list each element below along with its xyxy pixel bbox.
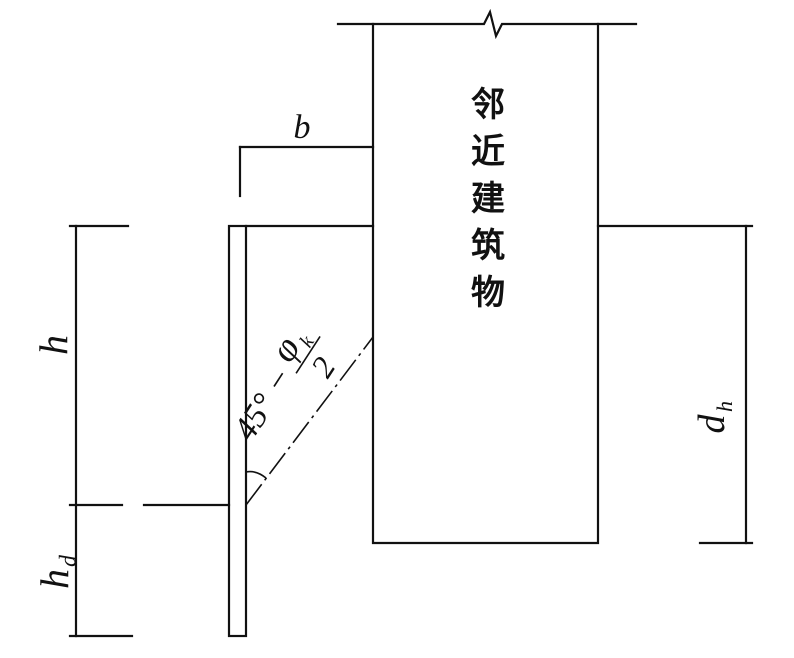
break-line xyxy=(336,8,638,40)
building-label-char-1: 邻 xyxy=(471,85,505,125)
angle-denominator: 2 xyxy=(303,350,342,383)
dim-hd-main: h xyxy=(32,569,77,589)
building-label-char-2: 近 xyxy=(471,132,505,172)
dim-dh-main: d xyxy=(691,414,733,434)
retaining-wall xyxy=(227,224,248,638)
angle-arc xyxy=(245,470,267,479)
dim-hd-sub: d xyxy=(56,554,82,567)
angle-annotation: 45° − φ k 2 xyxy=(227,329,343,447)
dim-dh-label: d h xyxy=(691,401,737,434)
building-label-char-5: 物 xyxy=(471,273,505,313)
dim-dh-sub: h xyxy=(712,401,737,412)
adjacent-building xyxy=(371,22,600,545)
building-label-char-4: 筑 xyxy=(471,226,505,266)
dim-b-label: b xyxy=(294,109,311,146)
dim-h-label: h xyxy=(31,335,76,355)
dim-hd-label: h d xyxy=(32,554,82,589)
fraction-bar xyxy=(295,335,321,374)
angle-prefix: 45° − xyxy=(227,361,301,447)
failure-plane-line xyxy=(245,336,374,506)
building-label-char-3: 建 xyxy=(471,179,505,219)
